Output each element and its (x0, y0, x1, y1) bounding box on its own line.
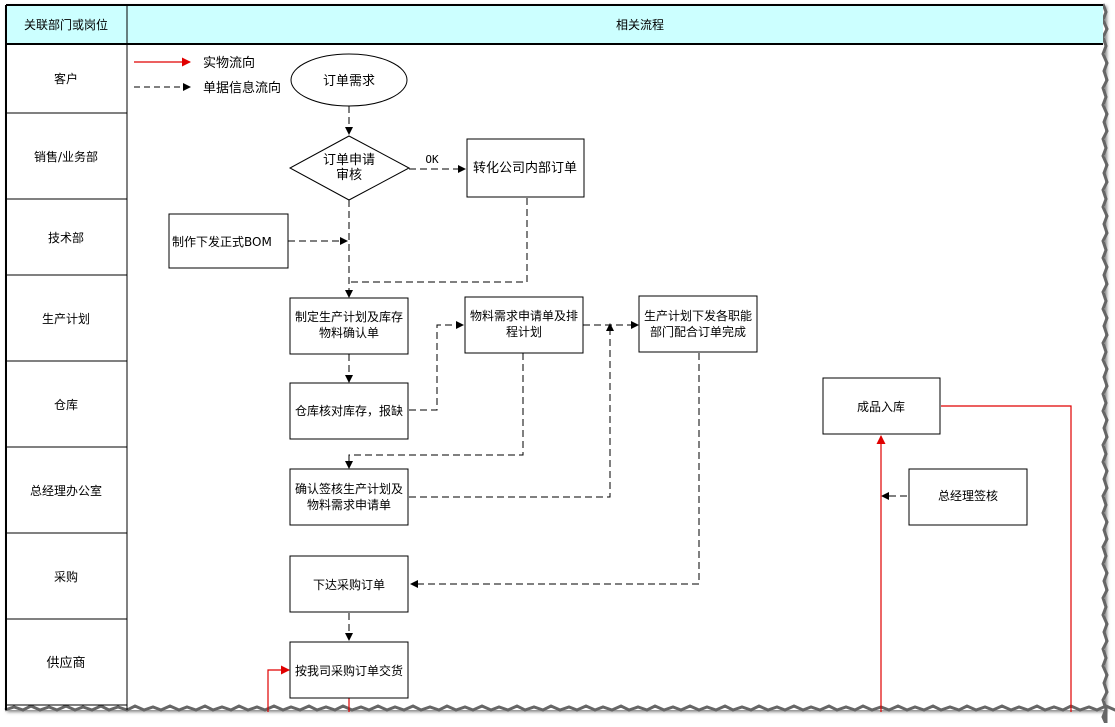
node-stock-check[interactable]: 仓库核对库存，报缺 (289, 382, 409, 440)
lane-purchasing: 采购 (54, 569, 78, 584)
torn-edge-bottom (4, 704, 1115, 712)
connector-confirm-to-issue (409, 323, 614, 498)
lane-tech: 技术部 (48, 230, 84, 245)
svg-text:审核: 审核 (336, 168, 362, 183)
svg-text:订单申请: 订单申请 (323, 153, 375, 168)
svg-text:生产计划下发各职能: 生产计划下发各职能 (644, 308, 752, 323)
node-confirm-sign[interactable]: 确认签核生产计划及 物料需求申请单 (289, 468, 409, 526)
torn-edge-right (1101, 3, 1109, 727)
svg-text:确认签核生产计划及: 确认签核生产计划及 (295, 481, 403, 496)
node-order-review-decision[interactable]: 订单申请 审核 (288, 135, 411, 201)
ok-label: OK (425, 153, 439, 166)
lane-customer: 客户 (54, 71, 78, 86)
svg-text:制定生产计划及库存: 制定生产计划及库存 (295, 309, 403, 324)
page-sheet (5, 4, 1105, 710)
node-deliver[interactable]: 按我司采购订单交货 (289, 641, 409, 699)
svg-text:总经理签核: 总经理签核 (938, 488, 998, 503)
svg-text:仓库核对库存，报缺: 仓库核对库存，报缺 (295, 403, 403, 418)
svg-text:制作下发正式BOM: 制作下发正式BOM (172, 234, 272, 249)
connector-issue-to-po (410, 353, 700, 588)
svg-text:部门配合订单完成: 部门配合订单完成 (650, 324, 746, 339)
svg-text:下达采购订单: 下达采购订单 (313, 577, 385, 592)
legend-document-flow: 单据信息流向 (203, 80, 281, 96)
lane-sales: 销售/业务部 (34, 149, 98, 164)
physical-flow-connectors (267, 405, 1072, 712)
connector-material-to-confirm (345, 353, 524, 469)
node-finished-goods[interactable]: 成品入库 (822, 377, 941, 435)
svg-text:物料需求申请单: 物料需求申请单 (307, 498, 391, 512)
node-bom[interactable]: 制作下发正式BOM (168, 213, 289, 269)
legend: 实物流向 单据信息流向 (134, 55, 281, 96)
lane-production-planning: 生产计划 (42, 312, 90, 326)
lane-warehouse: 仓库 (54, 397, 78, 412)
lane-supplier: 供应商 (46, 655, 85, 671)
svg-text:订单需求: 订单需求 (323, 74, 375, 89)
connector-physical-to-deliver (267, 665, 290, 712)
node-plan-issue[interactable]: 生产计划下发各职能 部门配合订单完成 (638, 295, 758, 353)
node-order-demand[interactable]: 订单需求 (290, 53, 408, 107)
svg-text:程计划: 程计划 (506, 324, 542, 339)
svg-text:物料需求申请单及排: 物料需求申请单及排 (470, 309, 578, 323)
connector-internal-to-plan (349, 198, 528, 283)
node-internal-order[interactable]: 转化公司内部订单 (466, 138, 585, 198)
node-issue-po[interactable]: 下达采购订单 (289, 555, 409, 613)
svg-text:成品入库: 成品入库 (857, 399, 905, 414)
header-band (6, 5, 1103, 44)
connector-stock-to-material (409, 321, 464, 411)
svg-text:按我司采购订单交货: 按我司采购订单交货 (295, 663, 403, 678)
document-flow-connectors (288, 106, 907, 641)
svg-text:物料确认单: 物料确认单 (319, 326, 379, 340)
process-column-title: 相关流程 (616, 17, 664, 32)
lane-column-title: 关联部门或岗位 (24, 17, 108, 32)
connector-finished-out (941, 405, 1072, 712)
node-production-plan[interactable]: 制定生产计划及库存 物料确认单 (289, 297, 409, 355)
node-gm-sign[interactable]: 总经理签核 (908, 468, 1028, 526)
lane-labels: 客户 销售/业务部 技术部 生产计划 仓库 总经理办公室 采购 供应商 (6, 71, 127, 706)
lane-gm-office: 总经理办公室 (30, 483, 102, 498)
legend-physical-flow: 实物流向 (203, 55, 255, 71)
node-material-request[interactable]: 物料需求申请单及排 程计划 (464, 296, 584, 354)
svg-text:转化公司内部订单: 转化公司内部订单 (473, 160, 577, 176)
